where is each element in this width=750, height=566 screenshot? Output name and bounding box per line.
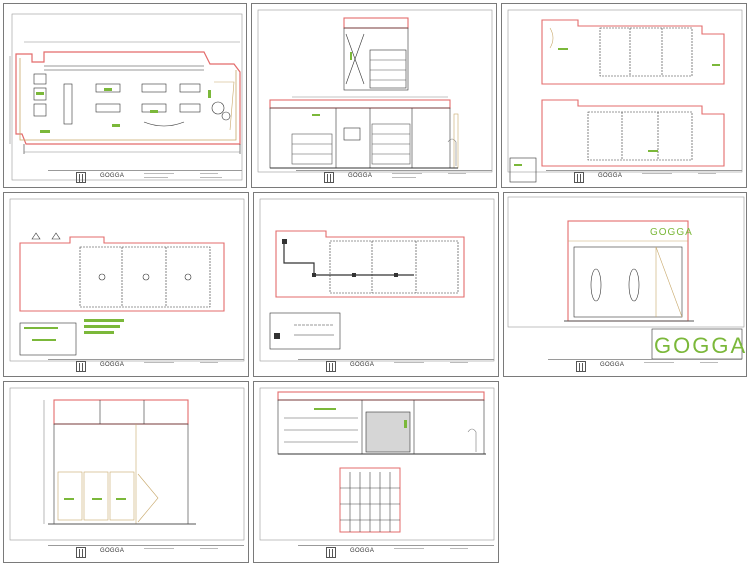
installations-plan-drawing — [259, 198, 495, 362]
title-block: GOGGA — [48, 545, 244, 560]
brand-label: GOGGA — [100, 173, 125, 179]
sheet-interior-elevations: GOGGA — [253, 381, 499, 563]
studio-logo — [326, 361, 336, 372]
title-block: GOGGA — [298, 359, 494, 374]
title-block: GOGGA — [48, 170, 242, 185]
brand-label: GOGGA — [600, 362, 625, 368]
brand-label: GOGGA — [598, 173, 623, 179]
studio-logo — [574, 172, 584, 183]
sheet-ceiling-plans: GOGGA — [501, 3, 747, 188]
sheet-showcase-elevations: GOGGA — [251, 3, 497, 188]
ceiling-plan-drawing — [507, 9, 743, 183]
brand-label: GOGGA — [100, 548, 125, 554]
studio-logo — [76, 547, 86, 558]
floor-plan-drawing — [9, 13, 243, 181]
lighting-plan-drawing — [9, 198, 245, 362]
brand-label: GOGGA — [100, 362, 125, 368]
brand-label: GOGGA — [350, 548, 375, 554]
sheet-facade-logo: GOGGA GOGGA GOGGA — [503, 192, 747, 377]
showcase-elevation-drawing — [257, 9, 493, 173]
studio-logo — [76, 172, 86, 183]
sheet-lighting-plan: GOGGA — [3, 192, 249, 377]
title-block: GOGGA — [296, 170, 492, 185]
facade-sign: GOGGA — [650, 227, 693, 238]
sheet-installations-plan: GOGGA — [253, 192, 499, 377]
studio-logo — [326, 547, 336, 558]
interior-elevation-drawing — [259, 387, 495, 541]
studio-logo — [324, 172, 334, 183]
title-block: GOGGA — [48, 359, 244, 374]
brand-label: GOGGA — [348, 173, 373, 179]
studio-logo — [576, 361, 586, 372]
title-block: GOGGA — [546, 170, 742, 185]
title-block: GOGGA — [548, 359, 742, 374]
title-block: GOGGA — [298, 545, 494, 560]
sheet-floor-plan: GOGGA — [3, 3, 247, 188]
studio-logo — [76, 361, 86, 372]
sheet-front-elevation: GOGGA — [3, 381, 249, 563]
facade-drawing — [507, 196, 745, 360]
brand-label: GOGGA — [350, 362, 375, 368]
front-elevation-drawing — [9, 387, 245, 541]
gogga-logo-large: GOGGA — [654, 333, 747, 358]
